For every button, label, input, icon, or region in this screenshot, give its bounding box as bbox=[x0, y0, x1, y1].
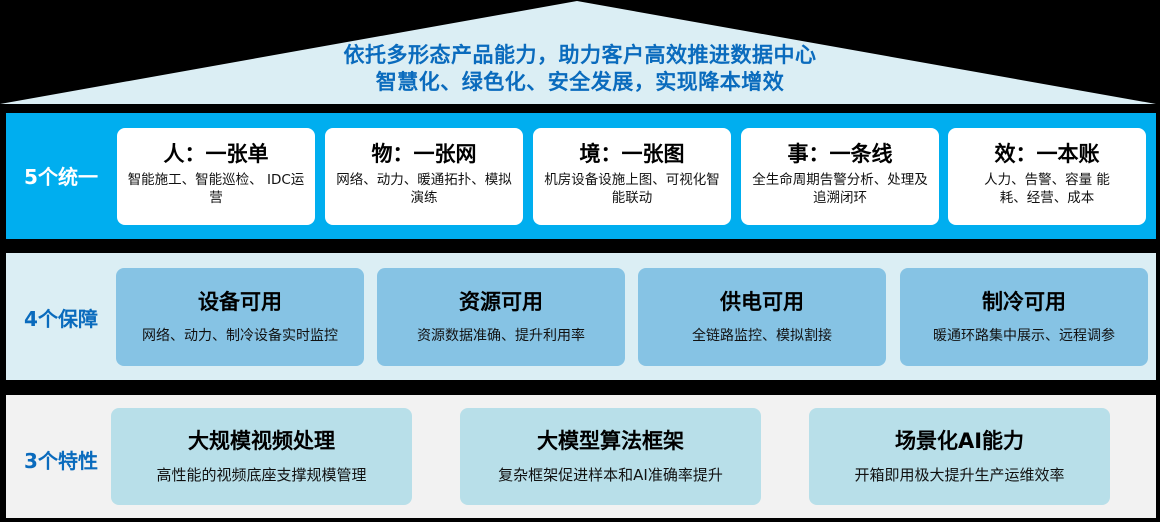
band-label: 4个保障 bbox=[24, 307, 98, 331]
card-environment: 境：一张图 机房设备设施上图、可视化智能联动 bbox=[533, 128, 731, 225]
card-model-framework: 大模型算法框架 复杂框架促进样本和AI准确率提升 bbox=[460, 408, 761, 505]
card-title: 场景化AI能力 bbox=[894, 429, 1025, 453]
band-five-unifications: 5个统一 人：一张单 智能施工、智能巡检、 IDC运营 物：一张网 网络、动力、… bbox=[6, 113, 1156, 239]
card-title: 人：一张单 bbox=[163, 142, 269, 166]
roof-line-2: 智慧化、绿色化、安全发展，实现降本增效 bbox=[375, 70, 785, 94]
card-title: 制冷可用 bbox=[982, 290, 1066, 314]
card-scenario-ai: 场景化AI能力 开箱即用极大提升生产运维效率 bbox=[809, 408, 1110, 505]
card-cooling-availability: 制冷可用 暖通环路集中展示、远程调参 bbox=[900, 268, 1148, 366]
card-power-availability: 供电可用 全链路监控、模拟割接 bbox=[638, 268, 886, 366]
band-label: 5个统一 bbox=[24, 165, 98, 189]
band-three-features: 3个特性 大规模视频处理 高性能的视频底座支撑规模管理 大模型算法框架 复杂框架… bbox=[6, 395, 1156, 518]
card-desc: 人力、告警、容量 能耗、经营、成本 bbox=[984, 172, 1110, 206]
roof-line-1: 依托多形态产品能力，助力客户高效推进数据中心 bbox=[343, 43, 817, 67]
card-desc: 网络、动力、制冷设备实时监控 bbox=[142, 328, 338, 344]
card-events: 事：一条线 全生命周期告警分析、处理及追溯闭环 bbox=[741, 128, 939, 225]
card-desc: 高性能的视频底座支撑规模管理 bbox=[156, 466, 367, 484]
card-title: 资源可用 bbox=[459, 290, 543, 314]
band-four-guarantees: 4个保障 设备可用 网络、动力、制冷设备实时监控 资源可用 资源数据准确、提升利… bbox=[6, 253, 1156, 380]
card-title: 大规模视频处理 bbox=[188, 429, 335, 453]
card-title: 境：一张图 bbox=[579, 142, 685, 166]
card-title: 设备可用 bbox=[198, 290, 282, 314]
band-label: 3个特性 bbox=[24, 449, 98, 473]
card-title: 物：一张网 bbox=[371, 142, 477, 166]
roof-banner: 依托多形态产品能力，助力客户高效推进数据中心 智慧化、绿色化、安全发展，实现降本… bbox=[0, 0, 1160, 106]
card-title: 事：一条线 bbox=[787, 142, 893, 166]
card-desc: 开箱即用极大提升生产运维效率 bbox=[854, 466, 1065, 484]
card-video-processing: 大规模视频处理 高性能的视频底座支撑规模管理 bbox=[111, 408, 412, 505]
card-desc: 资源数据准确、提升利用率 bbox=[417, 328, 585, 344]
card-desc: 全生命周期告警分析、处理及追溯闭环 bbox=[752, 172, 928, 206]
card-title: 供电可用 bbox=[720, 290, 804, 314]
card-people: 人：一张单 智能施工、智能巡检、 IDC运营 bbox=[117, 128, 315, 225]
card-desc: 智能施工、智能巡检、 IDC运营 bbox=[127, 172, 305, 206]
card-desc: 暖通环路集中展示、远程调参 bbox=[933, 328, 1115, 344]
card-desc: 网络、动力、暖通拓扑、模拟演练 bbox=[336, 172, 512, 206]
card-things: 物：一张网 网络、动力、暖通拓扑、模拟演练 bbox=[325, 128, 523, 225]
card-resource-availability: 资源可用 资源数据准确、提升利用率 bbox=[377, 268, 625, 366]
roof-headline: 依托多形态产品能力，助力客户高效推进数据中心 智慧化、绿色化、安全发展，实现降本… bbox=[0, 42, 1160, 96]
card-desc: 复杂框架促进样本和AI准确率提升 bbox=[498, 466, 723, 484]
card-efficiency: 效：一本账 人力、告警、容量 能耗、经营、成本 bbox=[948, 128, 1146, 225]
card-desc: 机房设备设施上图、可视化智能联动 bbox=[544, 172, 720, 206]
card-title: 效：一本账 bbox=[994, 142, 1100, 166]
card-title: 大模型算法框架 bbox=[537, 429, 684, 453]
card-device-availability: 设备可用 网络、动力、制冷设备实时监控 bbox=[116, 268, 364, 366]
card-desc: 全链路监控、模拟割接 bbox=[692, 328, 832, 344]
roof-triangle bbox=[0, 1, 1156, 104]
